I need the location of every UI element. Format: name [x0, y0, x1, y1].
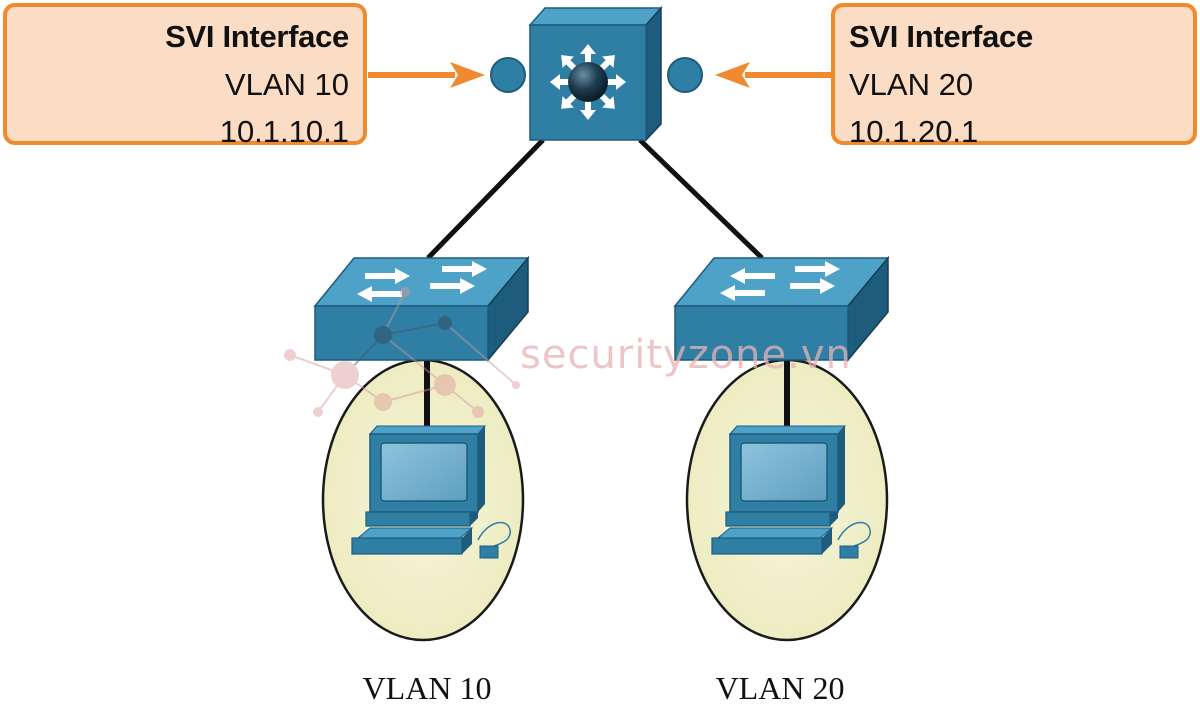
- watermark-graphic: [284, 287, 520, 418]
- svi-box-vlan10: SVI Interface VLAN 10 10.1.10.1: [3, 3, 367, 149]
- uplink-cable-right: [638, 138, 764, 260]
- uplink-cable-left: [426, 138, 545, 260]
- workstation-icon: [711, 425, 871, 559]
- workstation-icon: [351, 425, 511, 559]
- vlan20-caption: VLAN 20: [715, 670, 845, 706]
- svi-vlan-label: VLAN 20: [849, 67, 974, 102]
- multilayer-switch-icon: [528, 6, 663, 142]
- interface-dot-icon: [667, 57, 703, 93]
- watermark-text: securityzone.vn: [520, 332, 852, 378]
- svi-title: SVI Interface: [849, 19, 1033, 54]
- svi-ip-address: 10.1.10.1: [219, 114, 349, 149]
- switch-icon: [313, 255, 530, 363]
- arrow-left: [368, 62, 485, 88]
- svi-title: SVI Interface: [165, 19, 349, 54]
- svi-ip-address: 10.1.20.1: [849, 114, 979, 149]
- switch-icon: [673, 255, 890, 363]
- svi-vlan-label: VLAN 10: [224, 67, 349, 102]
- vlan10-caption: VLAN 10: [362, 670, 492, 706]
- interface-dot-icon: [490, 57, 526, 93]
- svi-box-vlan20: SVI Interface VLAN 20 10.1.20.1: [831, 3, 1197, 149]
- arrow-right: [715, 62, 831, 88]
